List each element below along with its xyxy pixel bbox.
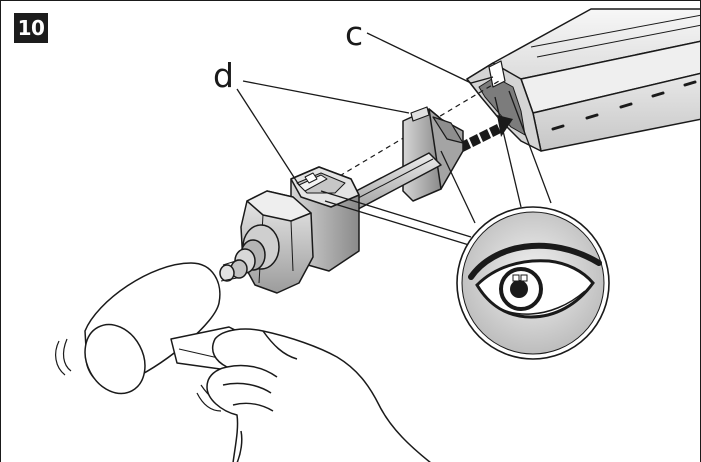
- callout-label-d: d: [213, 56, 234, 95]
- callout-lines-d: [236, 80, 410, 186]
- adapter-icon: [219, 106, 464, 294]
- eye-icon: [456, 206, 610, 360]
- callout-label-c: c: [345, 14, 364, 53]
- step-number-badge: 10: [14, 13, 48, 43]
- insertion-arrow-icon: [459, 115, 513, 152]
- hand-icon: [206, 328, 431, 462]
- detail-connectors: [320, 90, 552, 246]
- callout-line-c: [366, 32, 494, 84]
- tube-icon: [466, 8, 700, 152]
